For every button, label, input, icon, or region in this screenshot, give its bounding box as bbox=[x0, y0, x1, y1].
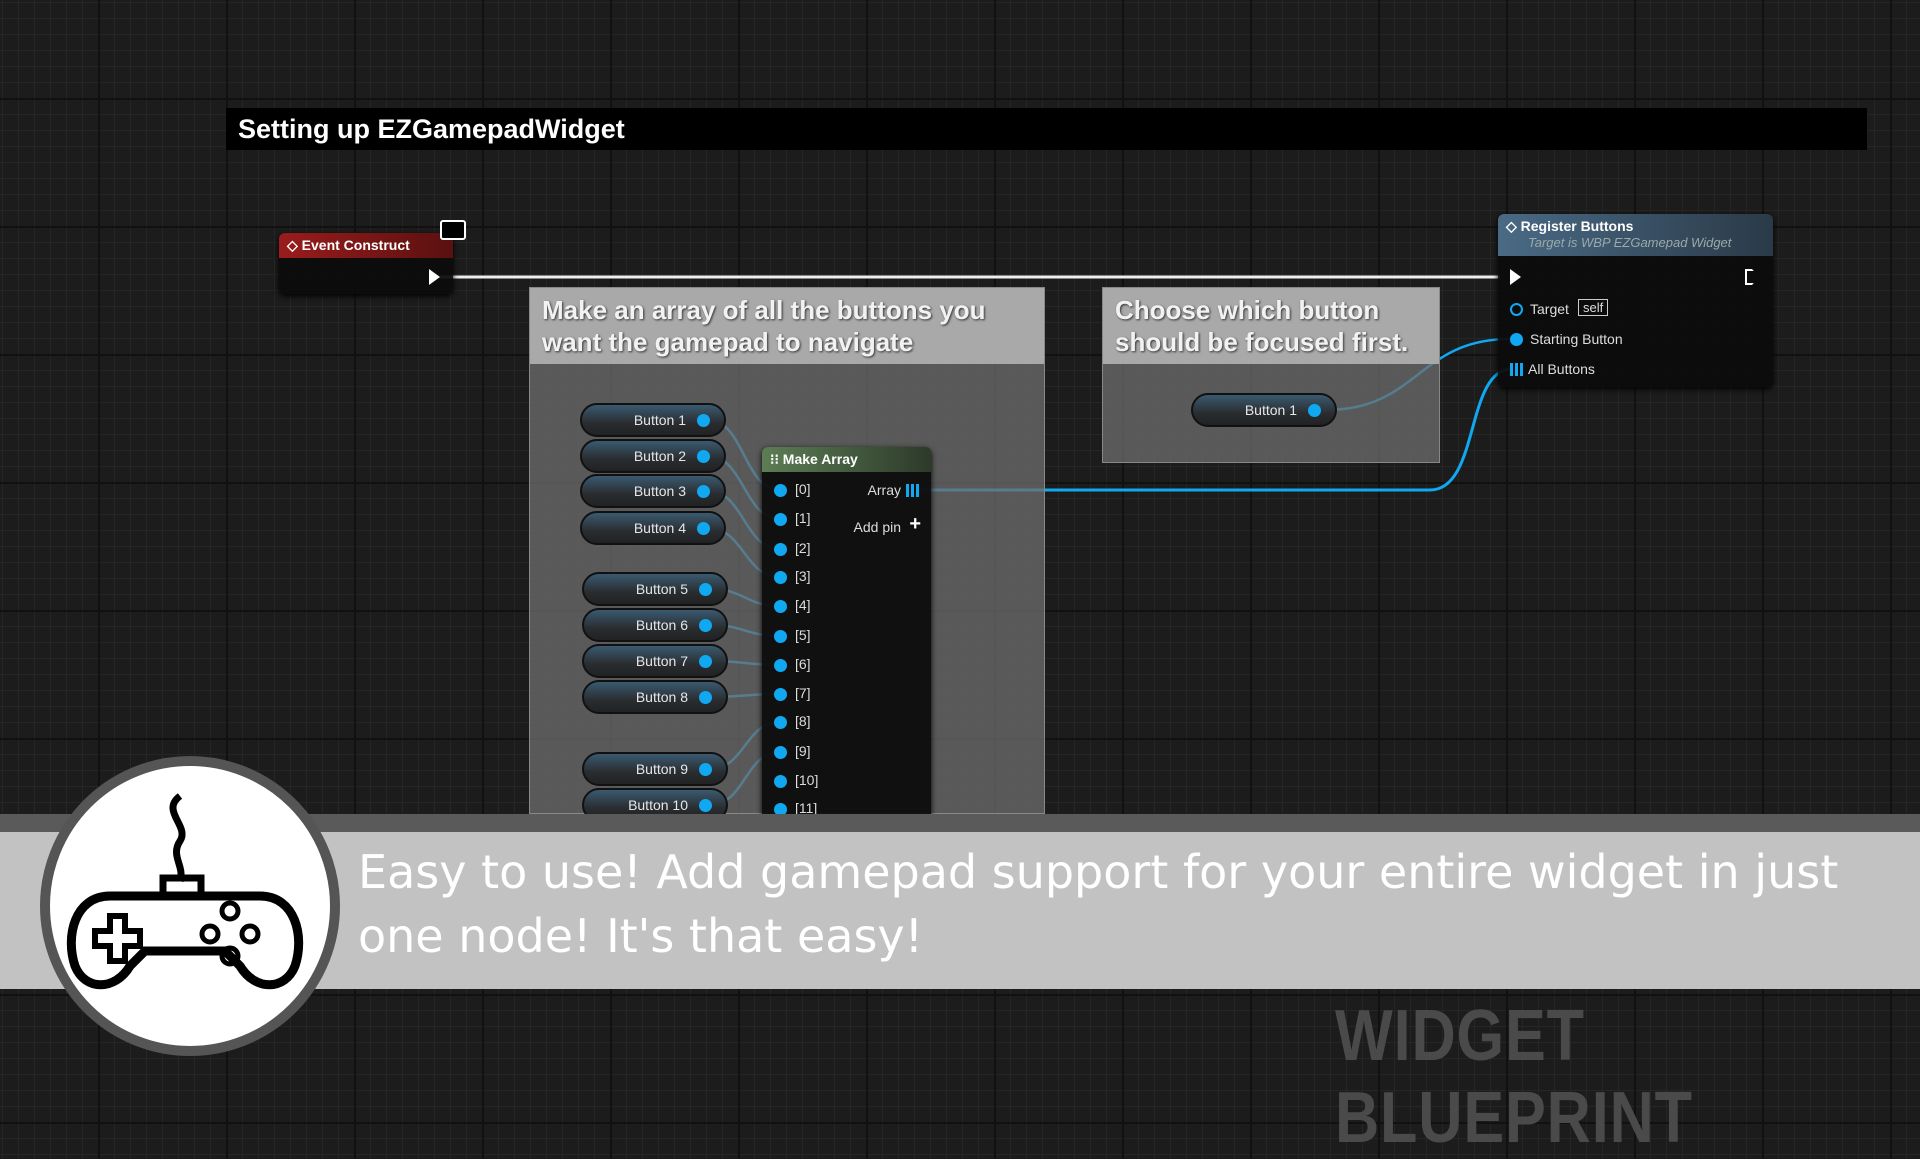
plus-icon[interactable]: + bbox=[909, 513, 921, 535]
button-node[interactable]: Button 1 bbox=[580, 403, 726, 437]
button-node[interactable]: Button 3 bbox=[580, 474, 726, 508]
starting-button-label: Starting Button bbox=[1530, 331, 1623, 347]
button-label: Button 6 bbox=[635, 617, 688, 633]
exec-in-pin[interactable] bbox=[1510, 269, 1521, 285]
array-pin-label: [0] bbox=[795, 481, 811, 497]
all-buttons-label: All Buttons bbox=[1528, 361, 1595, 377]
output-pin[interactable] bbox=[1308, 404, 1321, 417]
array-input-pin[interactable] bbox=[774, 543, 787, 556]
button-label: Button 1 bbox=[1244, 402, 1297, 418]
array-input-pin[interactable] bbox=[774, 716, 787, 729]
button-node[interactable]: Button 8 bbox=[582, 680, 728, 714]
comment-box-focus[interactable]: Choose which button should be focused fi… bbox=[1102, 287, 1440, 463]
array-icon: ⁝⁝ bbox=[770, 451, 783, 467]
array-output-pin[interactable] bbox=[906, 484, 919, 497]
button-node[interactable]: Button 7 bbox=[582, 644, 728, 678]
output-pin[interactable] bbox=[697, 522, 710, 535]
target-value-field[interactable]: self bbox=[1578, 299, 1609, 316]
button-label: Button 5 bbox=[635, 581, 688, 597]
output-pin[interactable] bbox=[699, 655, 712, 668]
array-pin-label: [2] bbox=[795, 540, 811, 556]
output-pin[interactable] bbox=[697, 450, 710, 463]
node-subtitle: Target is WBP EZGamepad Widget bbox=[1528, 235, 1732, 250]
event-icon: ◇ bbox=[287, 237, 302, 253]
array-pin-label: [9] bbox=[795, 743, 811, 759]
target-pin[interactable] bbox=[1510, 303, 1523, 316]
array-input-pin[interactable] bbox=[774, 630, 787, 643]
array-pin-label: [11] bbox=[795, 800, 818, 816]
button-node[interactable]: Button 4 bbox=[580, 511, 726, 545]
banner-strip bbox=[0, 814, 1920, 832]
output-pin[interactable] bbox=[699, 763, 712, 776]
watermark: WIDGET BLUEPRINT bbox=[1335, 996, 1693, 1158]
array-wire[interactable] bbox=[918, 367, 1513, 492]
output-pin[interactable] bbox=[699, 799, 712, 812]
output-pin[interactable] bbox=[699, 691, 712, 704]
array-input-pin[interactable] bbox=[774, 600, 787, 613]
node-title: Event Construct bbox=[301, 237, 410, 253]
make-array-node[interactable]: ⁝⁝ Make Array Array Add pin + bbox=[762, 447, 931, 814]
button-label: Button 1 bbox=[633, 412, 686, 428]
register-buttons-node[interactable]: ◇ Register Buttons Target is WBP EZGamep… bbox=[1498, 214, 1773, 387]
starting-button-pin[interactable] bbox=[1510, 333, 1523, 346]
gamepad-logo bbox=[40, 756, 340, 1056]
array-pin-label: [5] bbox=[795, 627, 811, 643]
array-input-pin[interactable] bbox=[774, 775, 787, 788]
focus-button-node[interactable]: Button 1 bbox=[1191, 393, 1337, 427]
button-label: Button 9 bbox=[635, 761, 688, 777]
array-pin-label: [8] bbox=[795, 713, 811, 729]
button-node[interactable]: Button 9 bbox=[582, 752, 728, 786]
button-node[interactable]: Button 5 bbox=[582, 572, 728, 606]
comment-title: Setting up EZGamepadWidget bbox=[226, 108, 1867, 150]
button-node[interactable]: Button 6 bbox=[582, 608, 728, 642]
button-label: Button 3 bbox=[633, 483, 686, 499]
all-buttons-pin[interactable] bbox=[1510, 363, 1523, 376]
array-pin-label: [7] bbox=[795, 685, 811, 701]
button-label: Button 2 bbox=[633, 448, 686, 464]
node-title: Make Array bbox=[782, 451, 858, 467]
button-label: Button 4 bbox=[633, 520, 686, 536]
comment-text: Make an array of all the buttons you wan… bbox=[530, 288, 1044, 364]
banner-text: Easy to use! Add gamepad support for you… bbox=[358, 845, 1839, 963]
button-label: Button 7 bbox=[635, 653, 688, 669]
array-input-pin[interactable] bbox=[774, 513, 787, 526]
array-pin-label: [3] bbox=[795, 568, 811, 584]
button-label: Button 10 bbox=[628, 797, 688, 813]
monitor-icon bbox=[440, 220, 466, 240]
array-input-pin[interactable] bbox=[774, 571, 787, 584]
event-construct-node[interactable]: ◇ Event Construct bbox=[279, 233, 453, 294]
target-label: Target bbox=[1530, 301, 1569, 317]
exec-out-pin[interactable] bbox=[429, 269, 440, 285]
button-label: Button 8 bbox=[635, 689, 688, 705]
output-pin[interactable] bbox=[697, 485, 710, 498]
add-pin-button[interactable]: Add pin bbox=[853, 519, 901, 535]
button-node[interactable]: Button 2 bbox=[580, 439, 726, 473]
array-input-pin[interactable] bbox=[774, 659, 787, 672]
array-pin-label: [1] bbox=[795, 510, 811, 526]
array-input-pin[interactable] bbox=[774, 688, 787, 701]
output-pin[interactable] bbox=[699, 619, 712, 632]
comment-text: Choose which button should be focused fi… bbox=[1103, 288, 1439, 364]
array-input-pin[interactable] bbox=[774, 484, 787, 497]
array-pin-label: [10] bbox=[795, 772, 819, 788]
function-icon: ◇ bbox=[1506, 218, 1521, 234]
exec-out-pin[interactable] bbox=[1745, 269, 1759, 285]
array-pin-label: [6] bbox=[795, 656, 811, 672]
array-input-pin[interactable] bbox=[774, 803, 787, 816]
array-pin-label: [4] bbox=[795, 597, 811, 613]
output-pin[interactable] bbox=[699, 583, 712, 596]
array-output-label: Array bbox=[867, 482, 901, 498]
output-pin[interactable] bbox=[697, 414, 710, 427]
gamepad-icon bbox=[66, 793, 304, 990]
node-title: Register Buttons bbox=[1520, 218, 1634, 234]
array-input-pin[interactable] bbox=[774, 746, 787, 759]
